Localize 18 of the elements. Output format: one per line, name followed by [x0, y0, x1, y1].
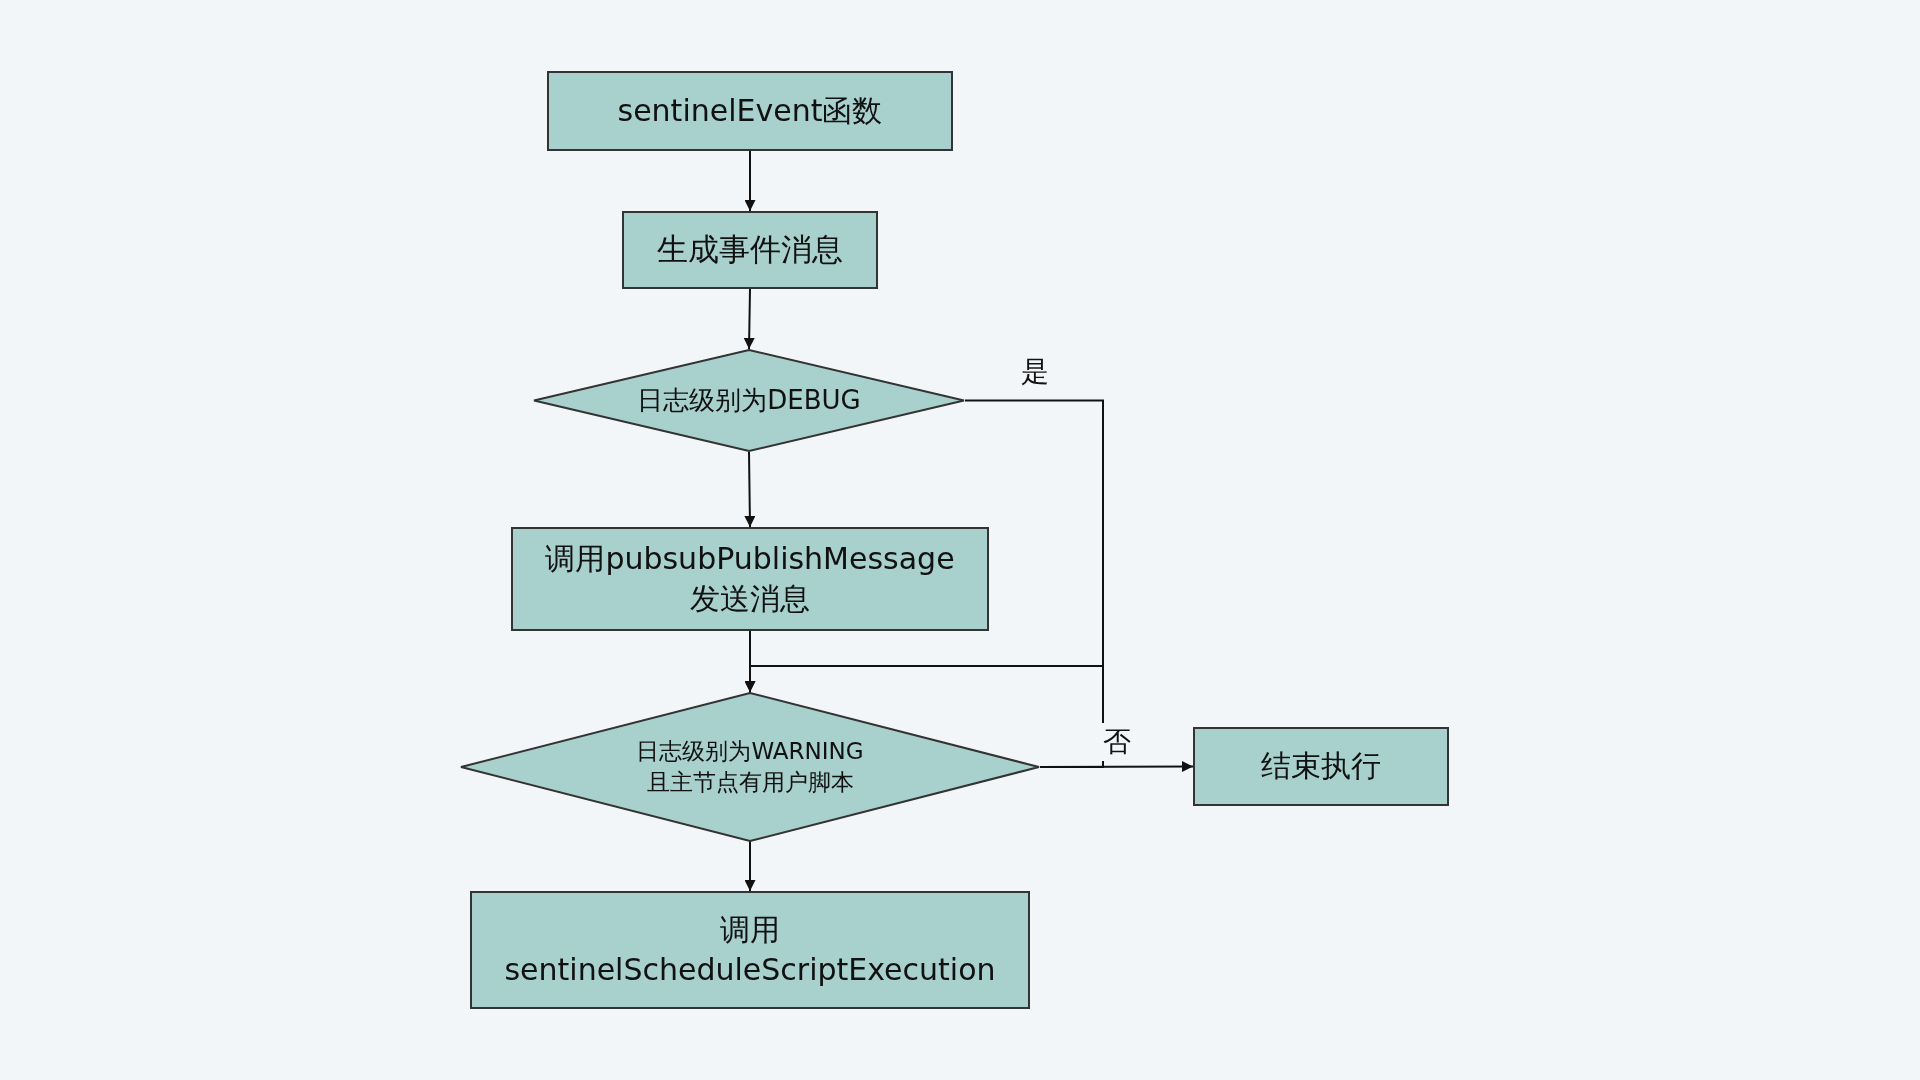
decision-diamond	[460, 692, 1040, 842]
process-box	[470, 891, 1030, 1009]
edge-label: 否	[1100, 723, 1133, 761]
process-box	[622, 211, 878, 289]
node-text: 日志级别为WARNING 且主节点有用户脚本	[635, 736, 865, 797]
arrow	[744, 451, 756, 528]
decision-diamond	[533, 349, 965, 452]
process-box	[511, 527, 989, 631]
node-text: sentinelEvent函数	[617, 91, 883, 130]
process-box	[547, 71, 953, 151]
process-box	[1193, 727, 1449, 806]
node-text: 生成事件消息	[657, 230, 843, 270]
node-text: 调用 sentinelScheduleScriptExecution	[503, 910, 997, 989]
node-text: 调用pubsubPublishMessage 发送消息	[544, 539, 956, 618]
node-text: 结束执行	[1261, 747, 1381, 786]
node-text: 日志级别为DEBUG	[637, 383, 861, 417]
arrow	[744, 150, 756, 212]
arrow	[743, 288, 755, 350]
